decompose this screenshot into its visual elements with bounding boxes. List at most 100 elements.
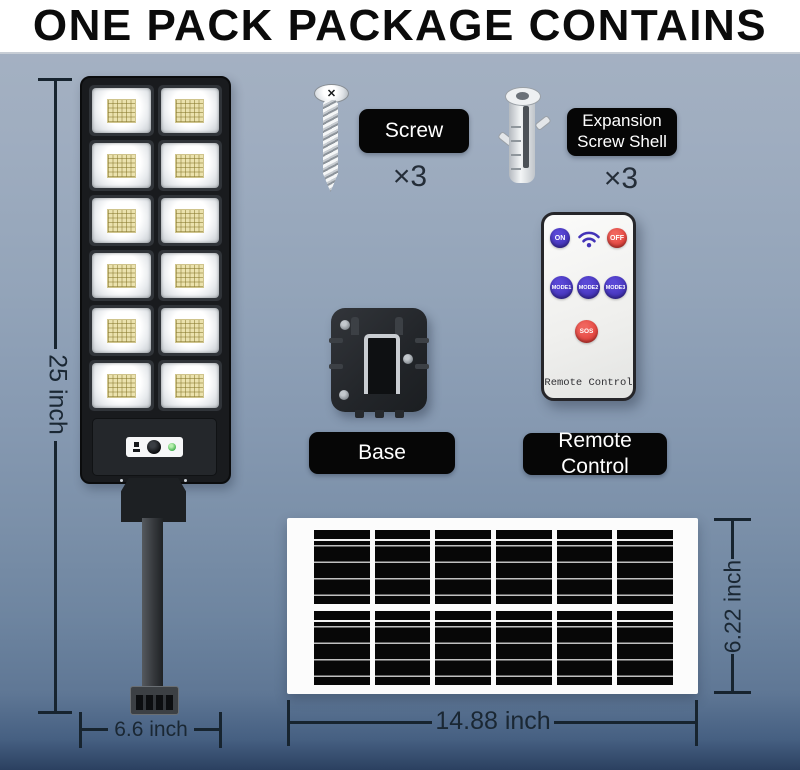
expansion-shell-label: Expansion Screw Shell bbox=[567, 108, 677, 156]
led-module bbox=[89, 360, 154, 411]
solar-cell bbox=[314, 530, 370, 604]
solar-cell-grid bbox=[314, 530, 673, 685]
dim-25-line-lower bbox=[54, 441, 57, 711]
solar-street-light bbox=[80, 76, 231, 484]
remote-mode3-button: MODE3 bbox=[604, 276, 627, 299]
dim-622-line-upper bbox=[731, 521, 734, 559]
led-module bbox=[89, 250, 154, 301]
title-band: ONE PACK PACKAGE CONTAINS bbox=[0, 0, 800, 54]
solar-cell bbox=[314, 611, 370, 685]
led-chip bbox=[175, 318, 205, 343]
solar-cell bbox=[374, 611, 431, 685]
remote-sos-button: SOS bbox=[575, 320, 598, 343]
led-chip bbox=[175, 208, 205, 233]
anchor-body bbox=[509, 96, 535, 183]
dim-25-bottom-tick bbox=[38, 711, 72, 714]
led-reflector bbox=[160, 143, 219, 188]
light-pole bbox=[142, 518, 163, 690]
dim-622-line-lower bbox=[731, 654, 734, 691]
expansion-shell-graphic bbox=[497, 87, 552, 185]
dim-light-height: 25 inch bbox=[43, 354, 72, 435]
led-reflector bbox=[92, 198, 151, 243]
solar-cell bbox=[556, 611, 613, 685]
remote-label-text: Remote Control bbox=[558, 429, 632, 478]
screw-qty: ×3 bbox=[392, 160, 428, 193]
solar-cell bbox=[496, 530, 552, 604]
led-module bbox=[89, 140, 154, 191]
base-stud bbox=[395, 317, 403, 335]
remote-footer-text: Remote Control bbox=[544, 377, 633, 389]
base-rail bbox=[415, 364, 429, 369]
solar-cell bbox=[435, 530, 491, 604]
pole-connector bbox=[130, 686, 179, 715]
solar-cell bbox=[617, 611, 673, 685]
dim-66-left-tick bbox=[79, 712, 82, 748]
expansion-shell-qty: ×3 bbox=[603, 162, 639, 195]
led-reflector bbox=[160, 198, 219, 243]
led-reflector bbox=[160, 363, 219, 408]
led-module bbox=[157, 360, 222, 411]
solar-cell bbox=[556, 530, 613, 604]
remote-mode1-button: MODE1 bbox=[550, 276, 573, 299]
anchor-slot bbox=[523, 106, 529, 168]
led-module bbox=[157, 305, 222, 356]
led-reflector bbox=[92, 143, 151, 188]
led-module bbox=[157, 140, 222, 191]
dim-622-bottom-tick bbox=[714, 691, 751, 694]
led-chip bbox=[175, 373, 205, 398]
led-chip bbox=[106, 318, 136, 343]
base-label-text: Base bbox=[358, 441, 406, 465]
dim-panel-height: 6.22 inch bbox=[719, 559, 746, 654]
screw-graphic: ✕ bbox=[312, 84, 352, 194]
dim-1488-line-right bbox=[554, 721, 696, 724]
solar-panel-graphic bbox=[287, 518, 698, 694]
dim-66-right-tick bbox=[219, 712, 222, 748]
dim-1488-right-tick bbox=[695, 700, 698, 746]
dim-25-top-tick bbox=[38, 78, 72, 81]
base-label: Base bbox=[309, 432, 455, 474]
led-chip bbox=[175, 263, 205, 288]
anchor-wing bbox=[534, 114, 552, 132]
base-tab bbox=[355, 410, 364, 418]
pir-motion-sensor bbox=[147, 440, 161, 454]
base-tab bbox=[395, 410, 404, 418]
expansion-label-line2: Screw Shell bbox=[577, 132, 667, 151]
led-reflector bbox=[92, 363, 151, 408]
remote-control-label: Remote Control bbox=[523, 429, 667, 478]
led-chip bbox=[106, 153, 136, 178]
base-bracket-slot bbox=[364, 334, 400, 394]
led-module bbox=[157, 85, 222, 136]
led-reflector bbox=[160, 308, 219, 353]
solar-cell bbox=[435, 611, 491, 685]
light-sensor-icon bbox=[134, 442, 139, 447]
screw-label-text: Screw bbox=[384, 119, 444, 143]
led-module bbox=[157, 250, 222, 301]
base-screw-hole bbox=[403, 354, 413, 364]
dim-622-top-tick bbox=[714, 518, 751, 521]
led-chip bbox=[106, 373, 136, 398]
led-reflector bbox=[92, 88, 151, 133]
sensor-port bbox=[133, 449, 140, 452]
page-title: ONE PACK PACKAGE CONTAINS bbox=[32, 1, 768, 50]
dim-1488-line-left bbox=[290, 721, 432, 724]
led-reflector bbox=[160, 88, 219, 133]
dim-66-line-left bbox=[82, 728, 108, 731]
anchor-ridges bbox=[511, 114, 521, 174]
led-reflector bbox=[92, 308, 151, 353]
wifi-icon bbox=[577, 231, 600, 247]
remote-row-modes: MODE1 MODE2 MODE3 bbox=[550, 276, 627, 299]
expansion-label-line1: Expansion bbox=[582, 111, 662, 131]
screw-label: Screw bbox=[359, 109, 469, 153]
remote-mode2-button: MODE2 bbox=[577, 276, 600, 299]
connector-teeth bbox=[136, 695, 173, 710]
anchor-hole bbox=[516, 92, 529, 100]
led-chip bbox=[175, 153, 205, 178]
base-rail bbox=[415, 338, 429, 343]
dim-light-width: 6.6 inch bbox=[114, 718, 188, 741]
base-tab bbox=[375, 410, 384, 418]
led-reflector bbox=[92, 253, 151, 298]
status-led bbox=[168, 443, 176, 451]
base-stud bbox=[351, 317, 359, 335]
dim-25-line-upper bbox=[54, 81, 57, 349]
